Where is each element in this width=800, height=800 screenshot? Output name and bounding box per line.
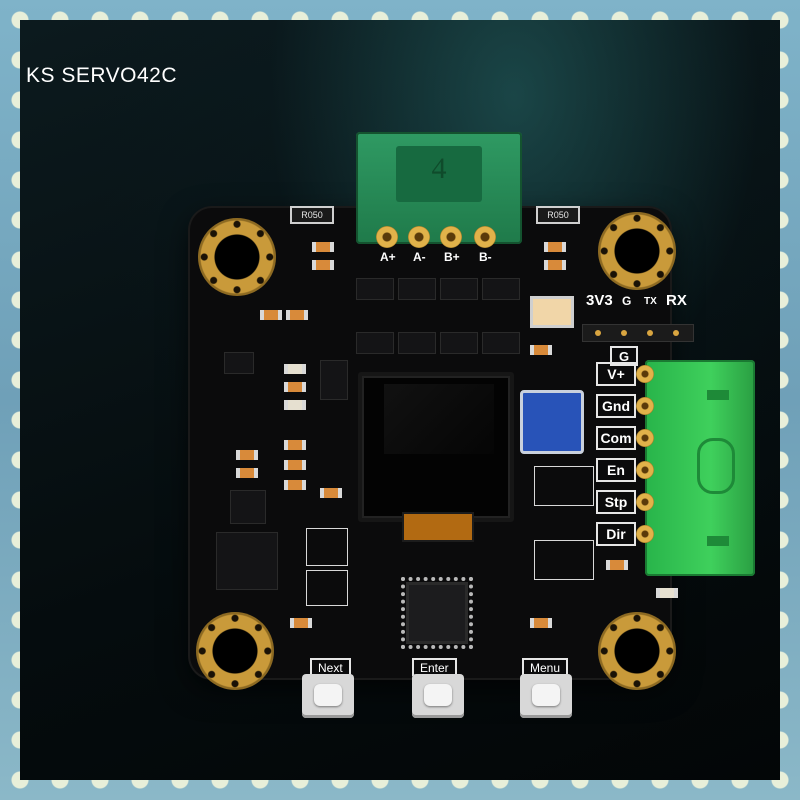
signal-pin [636,525,654,543]
smd-capacitor [320,488,342,498]
mosfet-chip [356,278,394,300]
signal-label-en: En [596,458,636,482]
uart-header [582,324,694,342]
smd-capacitor [544,242,566,252]
header-pin-label-tx: TX [644,296,657,307]
motor-pin-label: A+ [380,250,396,264]
signal-label-dir: Dir [596,522,636,546]
motor-pin-label: A- [413,250,426,264]
motor-pin [474,226,496,248]
smd-capacitor [284,440,306,450]
oled-display [358,372,514,542]
mosfet-chip [440,278,478,300]
smd-component [284,364,306,374]
silkscreen-box [534,466,594,506]
mosfet-chip [482,278,520,300]
smd-capacitor [236,450,258,460]
mounting-hole-bottom-right [598,612,676,690]
transistor-chip [224,352,254,374]
smd-capacitor [284,382,306,392]
ground-tag: G [610,346,638,366]
smd-capacitor [530,345,552,355]
motor-pin [408,226,430,248]
signal-pin [636,461,654,479]
diode-chip [320,360,348,400]
mosfet-chip [398,278,436,300]
mounting-hole-top-right [598,212,676,290]
smd-component [656,588,678,598]
silkscreen-box [306,570,348,606]
mosfet-chip [482,332,520,354]
photo-frame: KS SERVO42C 4 A+ A- B+ B- R050 R050 [20,20,780,780]
smd-capacitor [606,560,628,570]
signal-label-gnd: Gnd [596,394,636,418]
status-led [530,296,574,328]
shunt-resistor-left: R050 [290,206,334,224]
smd-capacitor [290,618,312,628]
connector-notch [396,146,482,202]
header-pin-label-3v3: 3V3 [586,292,613,309]
potentiometer[interactable] [520,390,584,454]
smd-capacitor [286,310,308,320]
next-button[interactable] [302,674,354,718]
signal-label-stp: Stp [596,490,636,514]
enter-button[interactable] [412,674,464,718]
mounting-hole-top-left [198,218,276,296]
microcontroller [401,577,473,649]
mosfet-chip [440,332,478,354]
signal-pin [636,429,654,447]
smd-capacitor [284,480,306,490]
motor-pin [376,226,398,248]
smd-component [284,400,306,410]
signal-label-com: Com [596,426,636,450]
oled-glass [384,384,494,454]
connector-tab [707,536,729,546]
motor-pin-label: B+ [444,250,460,264]
signal-pin [636,493,654,511]
button-label-menu: Menu [522,658,569,676]
smd-capacitor [284,460,306,470]
smd-capacitor [544,260,566,270]
header-pin-label-g: G [622,294,632,308]
mounting-hole-bottom-left [196,612,274,690]
smd-capacitor [312,260,334,270]
connector-number: 4 [431,152,447,185]
signal-pin [636,397,654,415]
motor-pin-label: B- [479,250,492,264]
smd-capacitor [312,242,334,252]
oled-flex-cable [402,512,474,542]
button-label-enter: Enter [412,658,457,676]
smd-capacitor [530,618,552,628]
regulator-chip [230,490,266,524]
signal-label-vplus: V+ [596,362,636,386]
signal-connector [645,360,755,576]
mosfet-chip [356,332,394,354]
menu-button[interactable] [520,674,572,718]
connector-latch [697,438,735,494]
signal-pin [636,365,654,383]
mosfet-chip [398,332,436,354]
motor-connector: 4 [356,132,522,244]
product-title: KS SERVO42C [26,64,178,87]
header-pin-label-rx: RX [666,292,687,309]
motor-pin [440,226,462,248]
button-label-next: Next [310,658,351,676]
silkscreen-box [306,528,348,566]
silkscreen-box [534,540,594,580]
smd-capacitor [236,468,258,478]
driver-chip [216,532,278,590]
shunt-resistor-right: R050 [536,206,580,224]
connector-tab [707,390,729,400]
smd-capacitor [260,310,282,320]
